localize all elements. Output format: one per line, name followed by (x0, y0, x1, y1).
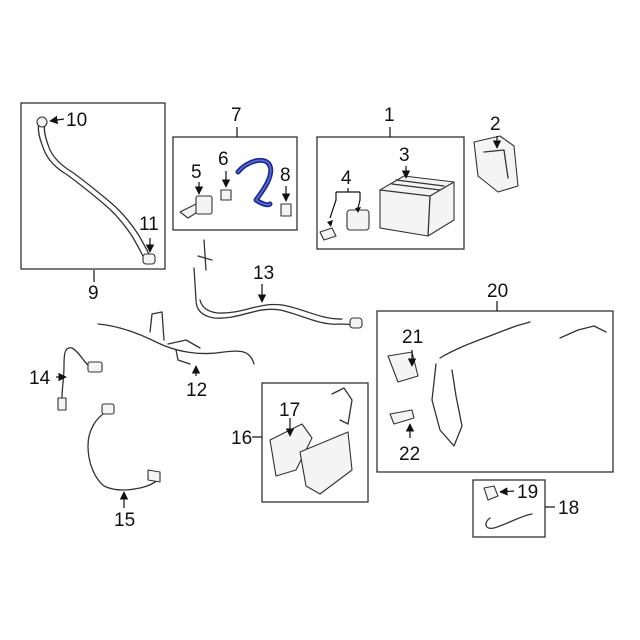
sensor-15: 15 (87, 403, 161, 531)
callout-20: 20 (487, 281, 508, 302)
group-box-7 (172, 136, 298, 231)
callout-11: 11 (139, 214, 159, 235)
callout-10: 10 (66, 110, 87, 131)
connector-10 (36, 116, 48, 128)
sensor-14: 14 (29, 347, 103, 411)
group-16-shield: 16 17 (231, 382, 369, 503)
clip-22 (389, 409, 415, 425)
bracket-2: 2 (473, 114, 519, 193)
callout-19: 19 (517, 482, 538, 503)
hose-6-inner (237, 159, 272, 206)
callout-4: 4 (341, 168, 352, 189)
callout-15: 15 (114, 510, 135, 531)
group-box-16 (261, 382, 369, 503)
callout-22: 22 (399, 444, 420, 465)
callout-9: 9 (88, 283, 99, 304)
callout-1: 1 (384, 105, 395, 126)
group-box-9 (20, 102, 166, 270)
callout-3: 3 (399, 145, 410, 166)
callout-14: 14 (29, 368, 51, 389)
callout-8: 8 (280, 165, 291, 186)
callout-7: 7 (231, 105, 242, 126)
callout-12: 12 (186, 380, 207, 401)
group-20-fuel-vapor-assembly: 20 21 22 (376, 281, 614, 473)
group-7-valve-set: 7 5 6 8 (172, 105, 298, 231)
clip-8 (280, 203, 292, 217)
clip-6 (220, 189, 232, 201)
harness-12: 12 (97, 311, 255, 401)
bracket-2-shape (473, 135, 519, 193)
tube-13: 13 (193, 239, 363, 329)
valve-5-head (195, 195, 213, 215)
cover-16 (299, 431, 353, 495)
group-1-canister: 1 3 4 (316, 105, 465, 250)
callout-21: 21 (402, 327, 423, 348)
callout-13: 13 (253, 263, 274, 284)
group-box-18 (472, 479, 546, 538)
fitting-4 (319, 227, 337, 241)
callout-2: 2 (490, 114, 501, 135)
connector-11 (142, 253, 156, 265)
callout-16: 16 (231, 428, 252, 449)
connector-19 (483, 485, 499, 501)
callout-17: 17 (279, 400, 300, 421)
group-9-tube-assembly: 10 11 9 (20, 102, 166, 304)
callout-5: 5 (191, 162, 202, 183)
group-box-20 (376, 310, 614, 473)
callout-18: 18 (558, 498, 579, 519)
canister-3-body (379, 175, 455, 237)
group-18-hose: 18 19 (472, 479, 579, 538)
bracket-21 (387, 351, 419, 383)
callout-6: 6 (218, 149, 229, 170)
tube-line-outer (43, 121, 153, 261)
tube-line (37, 121, 147, 263)
